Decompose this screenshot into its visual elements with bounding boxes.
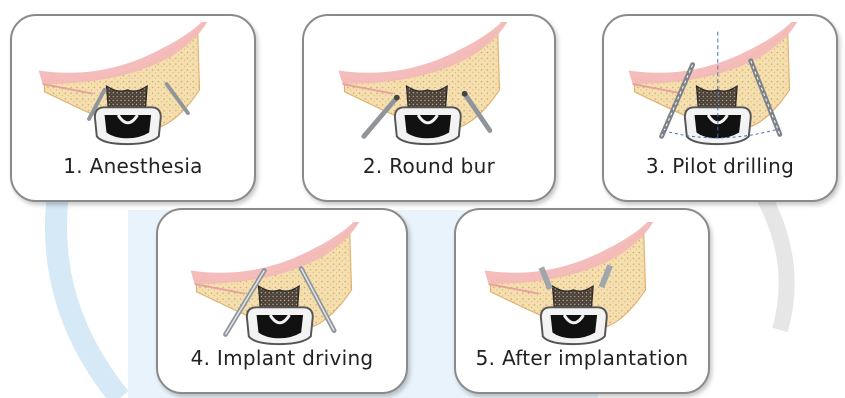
step-card-round-bur: 2. Round bur (302, 14, 556, 202)
anesthesia-illustration (32, 22, 212, 148)
step-label: 1. Anesthesia (12, 154, 254, 178)
step-label: 2. Round bur (304, 154, 554, 178)
step-label: 4. Implant driving (158, 346, 406, 370)
after-implantation-illustration (478, 222, 658, 348)
step-card-after-implantation: 5. After implantation (454, 208, 710, 394)
pilot-drilling-illustration (622, 22, 802, 148)
step-label: 5. After implantation (456, 346, 708, 370)
step-label: 3. Pilot drilling (604, 154, 836, 178)
round-bur-illustration (332, 22, 512, 148)
step-card-anesthesia: 1. Anesthesia (10, 14, 256, 202)
implant-driving-illustration (184, 222, 364, 348)
step-card-implant-driving: 4. Implant driving (156, 208, 408, 394)
step-card-pilot-drilling: 3. Pilot drilling (602, 14, 838, 202)
